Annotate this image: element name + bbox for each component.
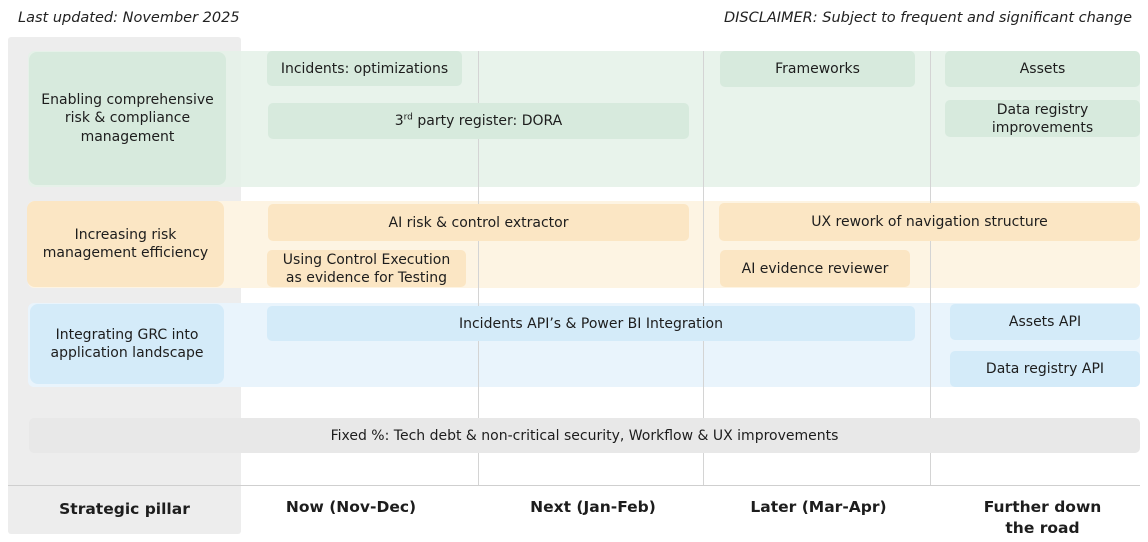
item-data-registry-api: Data registry API (950, 351, 1140, 387)
item-ux-rework-label: UX rework of navigation structure (811, 214, 1048, 230)
item-frameworks: Frameworks (720, 51, 915, 87)
column-header-now: Now (Nov-Dec) (285, 498, 417, 516)
item-data-registry-improvements: Data registry improvements (945, 100, 1140, 137)
third-party-text: party register: DORA (412, 113, 563, 129)
item-ai-risk-control-extractor-label: AI risk & control extractor (388, 214, 569, 231)
item-assets-label: Assets (1019, 61, 1066, 77)
item-control-execution: Using Control Execution as evidence for … (267, 250, 466, 287)
pillar-integration-label: Integrating GRC into application landsca… (50, 326, 204, 362)
column-header-next: Next (Jan-Feb) (530, 498, 656, 516)
last-updated-text: Last updated: November 2025 (18, 10, 240, 26)
item-incidents-optimizations: Incidents: optimizations (267, 51, 462, 86)
column-header-pillar: Strategic pillar (59, 500, 190, 518)
item-third-party-register-label: 3rd party register: DORA (395, 112, 563, 130)
item-assets-api-label: Assets API (1008, 314, 1082, 330)
item-ai-evidence-reviewer-label: AI evidence reviewer (741, 260, 889, 277)
fixed-capacity-bar: Fixed %: Tech debt & non-critical securi… (29, 418, 1140, 453)
pillar-efficiency-label: Increasing risk management efficiency (42, 226, 209, 262)
item-ai-evidence-reviewer: AI evidence reviewer (720, 250, 910, 287)
column-header-later: Later (Mar-Apr) (750, 498, 887, 516)
item-data-registry-api-label: Data registry API (985, 361, 1105, 377)
item-ai-risk-control-extractor: AI risk & control extractor (268, 204, 689, 241)
item-ux-rework: UX rework of navigation structure (719, 203, 1140, 241)
divider-later-further (930, 51, 931, 485)
divider-now-next (478, 51, 479, 485)
column-header-further-line2: the road (1005, 519, 1080, 537)
pillar-integration: Integrating GRC into application landsca… (30, 304, 224, 384)
item-frameworks-label: Frameworks (775, 61, 860, 77)
pillar-risk-compliance: Enabling comprehensive risk & compliance… (29, 52, 226, 185)
pillar-efficiency: Increasing risk management efficiency (27, 201, 224, 287)
third-party-ordinal: rd (403, 112, 413, 123)
column-header-further-line1: Further down (983, 498, 1102, 516)
item-control-execution-label: Using Control Execution as evidence for … (282, 251, 451, 286)
header-divider (8, 485, 1140, 486)
third-party-number: 3 (394, 113, 404, 129)
disclaimer-text: DISCLAIMER: Subject to frequent and sign… (723, 10, 1132, 26)
item-incidents-api: Incidents API’s & Power BI Integration (267, 306, 915, 341)
item-data-registry-improvements-label: Data registry improvements (991, 101, 1094, 136)
item-incidents-optimizations-label: Incidents: optimizations (280, 60, 449, 77)
divider-next-later (703, 51, 704, 485)
pillar-risk-compliance-label: Enabling comprehensive risk & compliance… (41, 91, 214, 145)
column-header-further: Further down the road (932, 497, 1148, 539)
item-incidents-api-label: Incidents API’s & Power BI Integration (458, 315, 723, 332)
item-assets: Assets (945, 51, 1140, 87)
item-assets-api: Assets API (950, 304, 1140, 340)
fixed-capacity-label: Fixed %: Tech debt & non-critical securi… (330, 427, 839, 444)
item-third-party-register: 3rd party register: DORA (268, 103, 689, 139)
